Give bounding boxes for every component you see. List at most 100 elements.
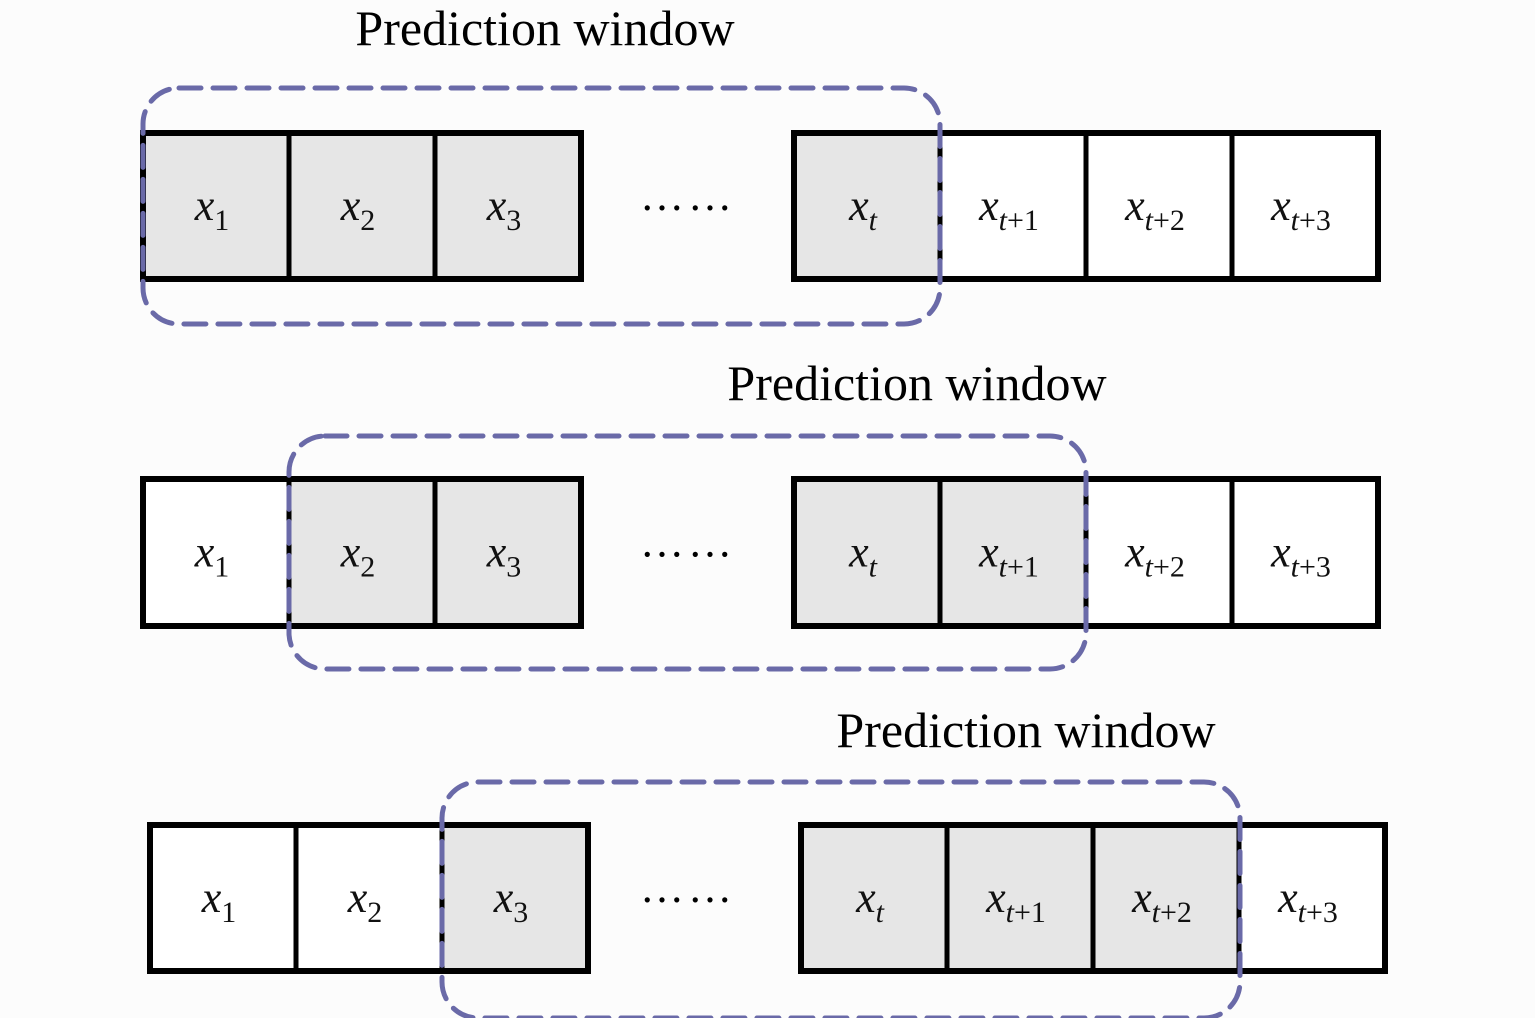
subscript-part: t xyxy=(876,896,885,929)
cell-x-tplus3: xt+3 xyxy=(1229,130,1381,282)
cell-subscript: t xyxy=(876,896,885,929)
cell-base: x xyxy=(978,181,999,230)
subscript-part: t xyxy=(1145,551,1154,584)
cell-subscript: 2 xyxy=(360,551,375,584)
cell-base: x xyxy=(855,873,876,922)
cell-box xyxy=(1229,476,1381,629)
cell-subscript: t+1 xyxy=(999,551,1039,584)
cell-x-tplus1: xt+1 xyxy=(937,130,1089,282)
cell-x-t: xt xyxy=(791,476,943,629)
cell-label: x3 xyxy=(486,181,522,237)
cell-base: x xyxy=(347,873,368,922)
cell-x-tplus3: xt+3 xyxy=(1236,822,1388,974)
cell-label: xt+2 xyxy=(1124,181,1185,237)
subscript-part: +2 xyxy=(1153,204,1185,237)
cell-label: xt+1 xyxy=(985,873,1046,929)
cell-subscript: t+2 xyxy=(1145,204,1185,237)
cell-x-1: x1 xyxy=(147,822,299,974)
cell-subscript: 3 xyxy=(506,204,521,237)
left-group-border xyxy=(140,476,584,629)
ellipsis: …… xyxy=(640,518,736,567)
prediction-window-title: Prediction window xyxy=(727,355,1106,411)
subscript-part: +1 xyxy=(1014,896,1046,929)
cell-subscript: 1 xyxy=(221,896,236,929)
cell-label: x1 xyxy=(201,873,237,929)
cell-box xyxy=(791,130,943,282)
cell-subscript: 3 xyxy=(506,551,521,584)
cell-subscript: t+2 xyxy=(1145,551,1185,584)
cell-base: x xyxy=(340,181,361,230)
cell-base: x xyxy=(1131,873,1152,922)
left-group-border xyxy=(147,822,591,974)
cell-subscript: t+3 xyxy=(1298,896,1338,929)
prediction-window-outline xyxy=(286,433,1089,672)
cell-x-tplus1: xt+1 xyxy=(937,476,1089,629)
cell-label: x3 xyxy=(493,873,529,929)
cell-label: xt+2 xyxy=(1124,528,1185,584)
cell-base: x xyxy=(1270,181,1291,230)
cell-label: xt+3 xyxy=(1277,873,1338,929)
cell-base: x xyxy=(1270,528,1291,577)
cell-box xyxy=(1083,130,1235,282)
cell-x-1: x1 xyxy=(140,476,292,629)
cell-label: x2 xyxy=(340,181,376,237)
cell-x-tplus3: xt+3 xyxy=(1229,476,1381,629)
cell-base: x xyxy=(194,181,215,230)
cell-subscript: t+2 xyxy=(1152,896,1192,929)
cell-label: xt xyxy=(848,528,878,584)
cell-base: x xyxy=(486,528,507,577)
cell-subscript: t+3 xyxy=(1291,204,1331,237)
cell-x-tplus2: xt+2 xyxy=(1083,476,1235,629)
cell-x-3: x3 xyxy=(439,822,591,974)
cell-label: x1 xyxy=(194,528,230,584)
cell-label: xt xyxy=(855,873,885,929)
subscript-part: +1 xyxy=(1007,204,1039,237)
cell-base: x xyxy=(194,528,215,577)
cell-label: x2 xyxy=(340,528,376,584)
cell-base: x xyxy=(848,528,869,577)
cell-subscript: 2 xyxy=(367,896,382,929)
cell-base: x xyxy=(848,181,869,230)
subscript-part: +2 xyxy=(1160,896,1192,929)
cell-label: x3 xyxy=(486,528,522,584)
subscript-part: t xyxy=(999,204,1008,237)
cell-base: x xyxy=(1277,873,1298,922)
cell-x-tplus2: xt+2 xyxy=(1083,130,1235,282)
cell-subscript: 1 xyxy=(214,551,229,584)
subscript-part: +3 xyxy=(1299,551,1331,584)
cell-x-tplus1: xt+1 xyxy=(944,822,1096,974)
cell-base: x xyxy=(1124,181,1145,230)
cell-base: x xyxy=(985,873,1006,922)
subscript-part: +1 xyxy=(1007,551,1039,584)
cell-x-t: xt xyxy=(791,130,943,282)
subscript-part: t xyxy=(869,551,878,584)
cell-base: x xyxy=(493,873,514,922)
subscript-part: +3 xyxy=(1299,204,1331,237)
cell-subscript: t xyxy=(869,204,878,237)
cell-label: x2 xyxy=(347,873,383,929)
subscript-part: t xyxy=(1006,896,1015,929)
cell-label: xt+1 xyxy=(978,181,1039,237)
ellipsis: …… xyxy=(640,171,736,220)
subscript-part: +3 xyxy=(1306,896,1338,929)
ellipsis: …… xyxy=(640,863,736,912)
cell-base: x xyxy=(1124,528,1145,577)
cell-label: xt+1 xyxy=(978,528,1039,584)
cell-base: x xyxy=(978,528,999,577)
cell-x-t: xt xyxy=(798,822,950,974)
cell-x-2: x2 xyxy=(286,130,438,282)
right-group-border xyxy=(791,130,1381,282)
prediction-window-title: Prediction window xyxy=(355,0,734,56)
cell-subscript: 2 xyxy=(360,204,375,237)
cell-label: x1 xyxy=(194,181,230,237)
cell-subscript: t+1 xyxy=(999,204,1039,237)
